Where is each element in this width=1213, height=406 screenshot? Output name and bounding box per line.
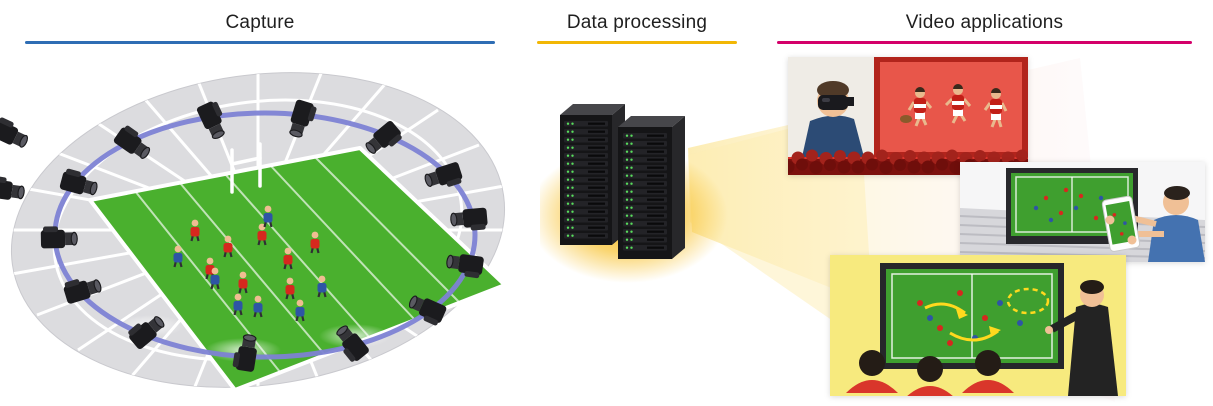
- screen-player: [944, 84, 972, 124]
- server-tower-right: [618, 116, 685, 259]
- capture-underline: [25, 41, 495, 44]
- server-racks-illustration: [540, 104, 728, 283]
- vr-viewer: [802, 81, 864, 157]
- smartphone-spectator: [1101, 186, 1205, 262]
- tactics-screen: [880, 263, 1064, 369]
- server-tower-left: [560, 104, 625, 245]
- screen-player: [983, 88, 1008, 128]
- camera-icon: [0, 115, 33, 152]
- data-processing-label: Data processing: [566, 12, 708, 33]
- tactics-review-image: [830, 255, 1126, 396]
- stadium-illustration: [0, 60, 513, 400]
- section-capture: Capture: [25, 12, 495, 44]
- audience: [846, 350, 1014, 396]
- camera-icon: [0, 174, 27, 203]
- vr-cinema-image: [788, 57, 1028, 175]
- video-applications-underline: [777, 41, 1192, 44]
- screen-player: [907, 87, 933, 127]
- goalposts: [230, 142, 262, 194]
- data-processing-underline: [537, 41, 737, 44]
- cinema-screen: [874, 57, 1028, 157]
- section-data-processing: Data processing: [537, 12, 737, 44]
- capture-label: Capture: [225, 12, 295, 33]
- video-applications-label: Video applications: [905, 12, 1064, 33]
- section-video-applications: Video applications: [777, 12, 1192, 44]
- rugby-ball: [900, 115, 912, 123]
- presenter: [1045, 280, 1118, 396]
- rugby-field: [88, 142, 507, 392]
- tactic-highlight-ellipse: [1006, 287, 1050, 315]
- vr-headset-icon: [818, 95, 848, 110]
- stadium-smartphone-image: [960, 162, 1205, 262]
